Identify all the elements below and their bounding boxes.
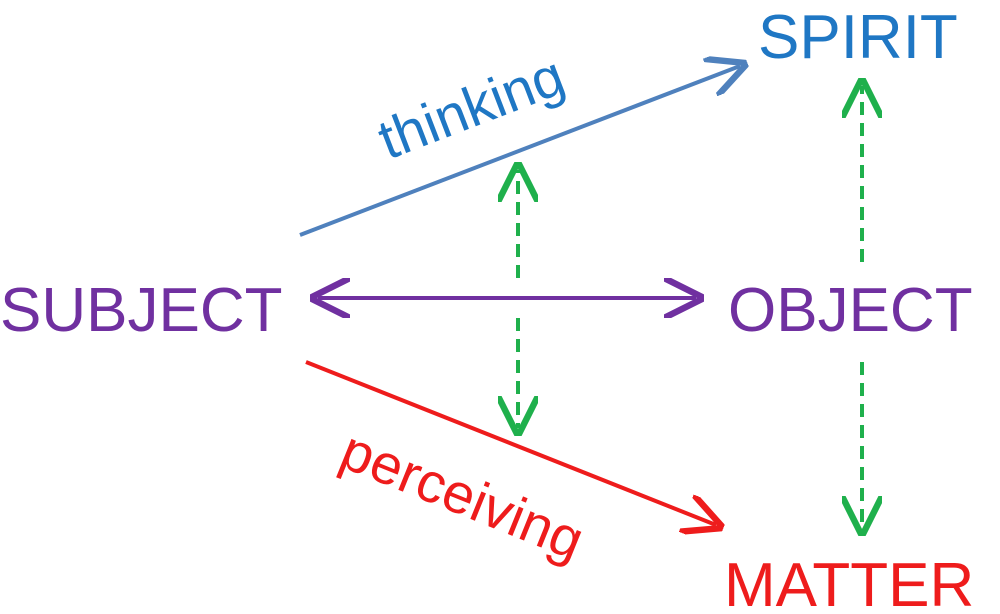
node-object: OBJECT bbox=[728, 276, 973, 345]
node-subject: SUBJECT bbox=[0, 276, 282, 345]
edge-perceiving-label: perceiving bbox=[333, 418, 593, 572]
node-spirit: SPIRIT bbox=[758, 3, 958, 72]
edge-thinking-arrow bbox=[299, 66, 740, 237]
node-matter: MATTER bbox=[724, 551, 974, 614]
edge-thinking-label: thinking bbox=[370, 43, 573, 171]
edge-perceiving-arrow bbox=[305, 360, 716, 525]
